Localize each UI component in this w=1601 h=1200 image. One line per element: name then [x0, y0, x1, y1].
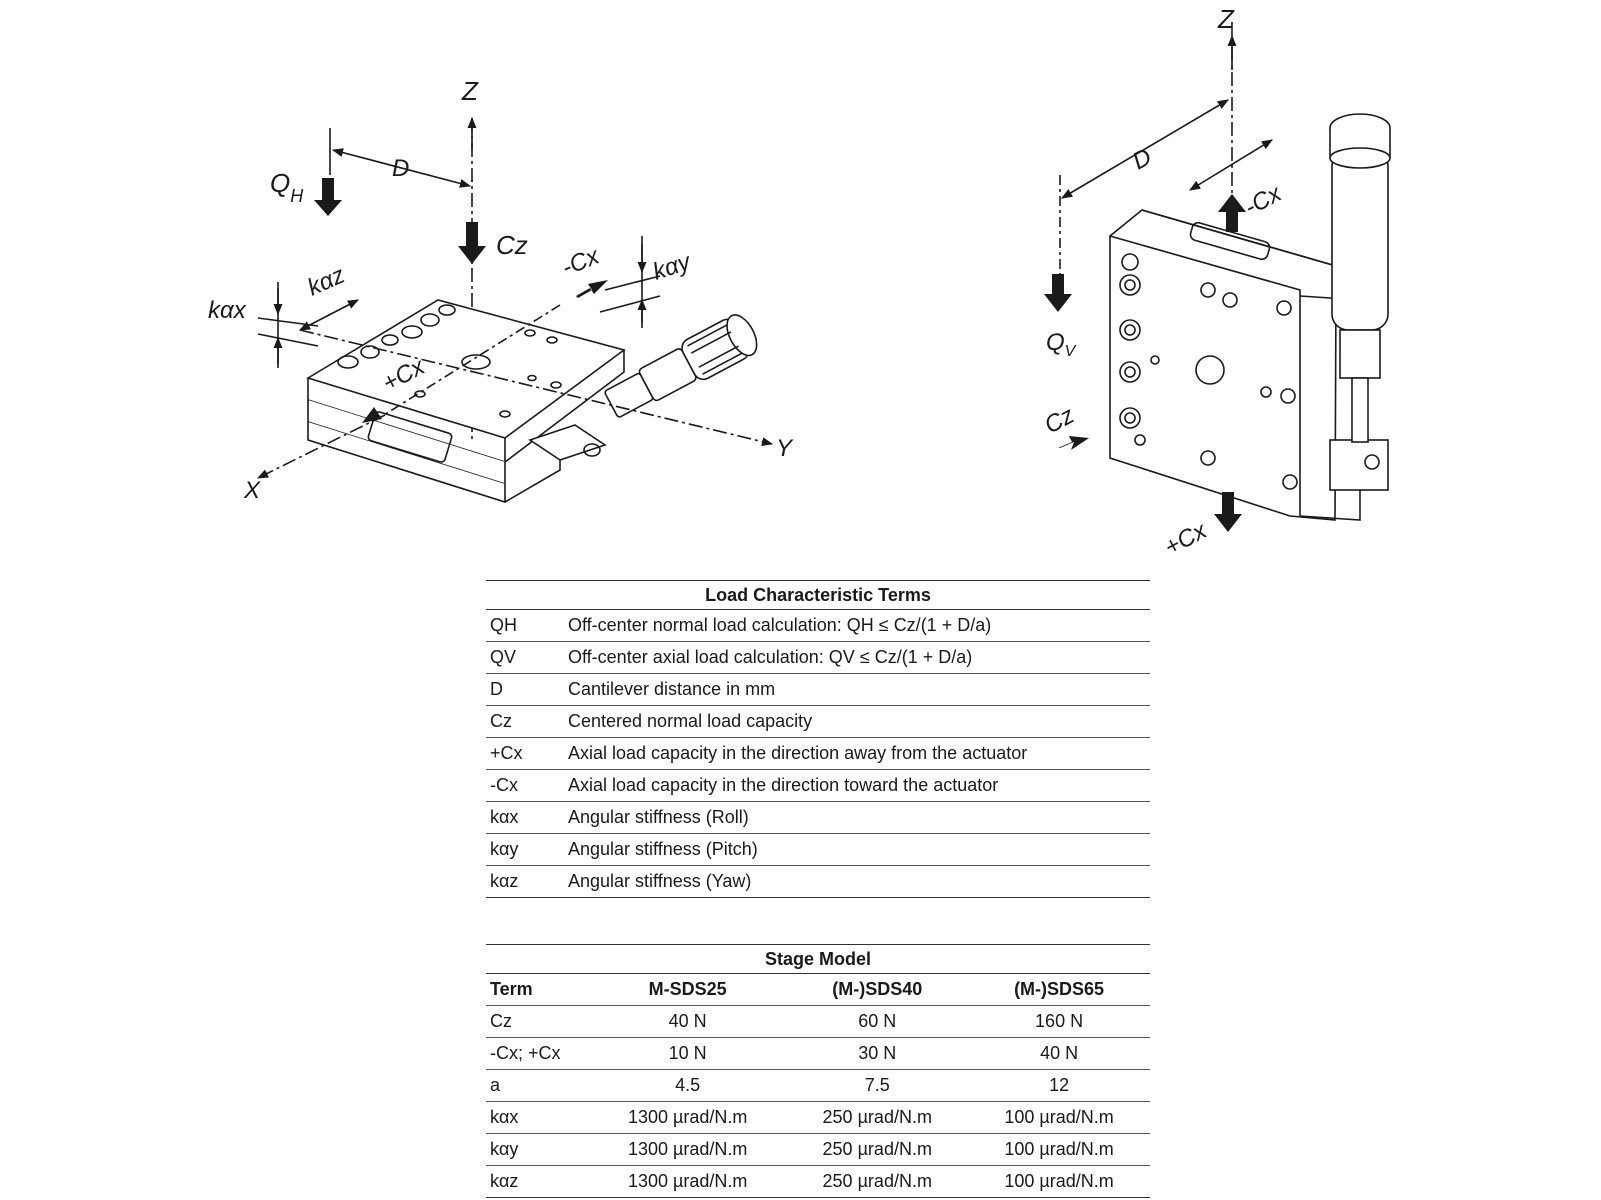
description-cell: Axial load capacity in the direction awa…	[564, 737, 1150, 770]
load-terms-title: Load Characteristic Terms	[486, 580, 1150, 610]
term-cell: D	[486, 673, 564, 706]
value-cell: 100 µrad/N.m	[968, 1133, 1150, 1166]
x-axis-label: X	[243, 477, 261, 504]
left-minus-cx-label: -Cx	[558, 242, 604, 281]
left-d-label: D	[392, 155, 409, 182]
term-cell: Cz	[486, 1005, 589, 1038]
term-cell: kαy	[486, 833, 564, 866]
vertical-stage-drawing	[1044, 22, 1391, 532]
term-cell: QV	[486, 641, 564, 674]
description-cell: Angular stiffness (Yaw)	[564, 865, 1150, 898]
term-cell: -Cx; +Cx	[486, 1037, 589, 1070]
header-msds25: M-SDS25	[589, 973, 787, 1006]
header-sds65: (M-)SDS65	[968, 973, 1150, 1006]
value-cell: 10 N	[589, 1037, 787, 1070]
description-cell: Centered normal load capacity	[564, 705, 1150, 738]
qh-label: QH	[270, 168, 304, 206]
y-axis-label: Y	[776, 435, 794, 462]
stage-diagrams: Z D QH Cz -Cx kαy kαz kαx +Cx X Y	[208, 4, 1391, 560]
term-cell: QH	[486, 609, 564, 642]
header-sds40: (M-)SDS40	[786, 973, 969, 1006]
right-z-label: Z	[1217, 4, 1235, 34]
horizontal-stage-labels: Z D QH Cz -Cx kαy kαz kαx +Cx X Y	[208, 76, 794, 504]
left-cz-label: Cz	[496, 230, 528, 260]
term-cell: +Cx	[486, 737, 564, 770]
value-cell: 1300 µrad/N.m	[589, 1165, 787, 1198]
kaz-label: kαz	[303, 261, 348, 301]
value-cell: 12	[968, 1069, 1150, 1102]
right-minus-cx-label: -Cx	[1240, 179, 1287, 221]
term-cell: kαx	[486, 1101, 589, 1134]
value-cell: 250 µrad/N.m	[786, 1165, 969, 1198]
right-d-label: D	[1128, 143, 1156, 175]
kax-label: kαx	[208, 297, 247, 324]
description-cell: Off-center axial load calculation: QV ≤ …	[564, 641, 1150, 674]
right-cz-label: Cz	[1040, 402, 1079, 440]
table-header-row: Term M-SDS25 (M-)SDS40 (M-)SDS65	[486, 973, 1150, 1006]
description-cell: Angular stiffness (Roll)	[564, 801, 1150, 834]
value-cell: 60 N	[786, 1005, 969, 1038]
header-term: Term	[486, 973, 589, 1006]
value-cell: 40 N	[968, 1037, 1150, 1070]
value-cell: 40 N	[589, 1005, 787, 1038]
description-cell: Off-center normal load calculation: QH ≤…	[564, 609, 1150, 642]
value-cell: 4.5	[589, 1069, 787, 1102]
term-cell: a	[486, 1069, 589, 1102]
term-cell: kαz	[486, 865, 564, 898]
term-cell: -Cx	[486, 769, 564, 802]
value-cell: 7.5	[786, 1069, 969, 1102]
left-z-label: Z	[461, 76, 479, 106]
value-cell: 1300 µrad/N.m	[589, 1101, 787, 1134]
right-plus-cx-label: +Cx	[1160, 517, 1212, 560]
horizontal-stage-drawing	[256, 116, 774, 504]
qv-label: QV	[1046, 329, 1077, 360]
value-cell: 30 N	[786, 1037, 969, 1070]
kay-label: kαy	[650, 248, 696, 286]
value-cell: 1300 µrad/N.m	[589, 1133, 787, 1166]
term-cell: kαy	[486, 1133, 589, 1166]
value-cell: 100 µrad/N.m	[968, 1101, 1150, 1134]
value-cell: 250 µrad/N.m	[786, 1133, 969, 1166]
value-cell: 250 µrad/N.m	[786, 1101, 969, 1134]
stage-model-title: Stage Model	[486, 944, 1150, 974]
description-cell: Cantilever distance in mm	[564, 673, 1150, 706]
value-cell: 160 N	[968, 1005, 1150, 1038]
value-cell: 100 µrad/N.m	[968, 1165, 1150, 1198]
description-cell: Axial load capacity in the direction tow…	[564, 769, 1150, 802]
term-cell: kαx	[486, 801, 564, 834]
term-cell: kαz	[486, 1165, 589, 1198]
description-cell: Angular stiffness (Pitch)	[564, 833, 1150, 866]
stage-model-table: Stage Model Term M-SDS25 (M-)SDS40 (M-)S…	[486, 944, 1150, 1198]
term-cell: Cz	[486, 705, 564, 738]
